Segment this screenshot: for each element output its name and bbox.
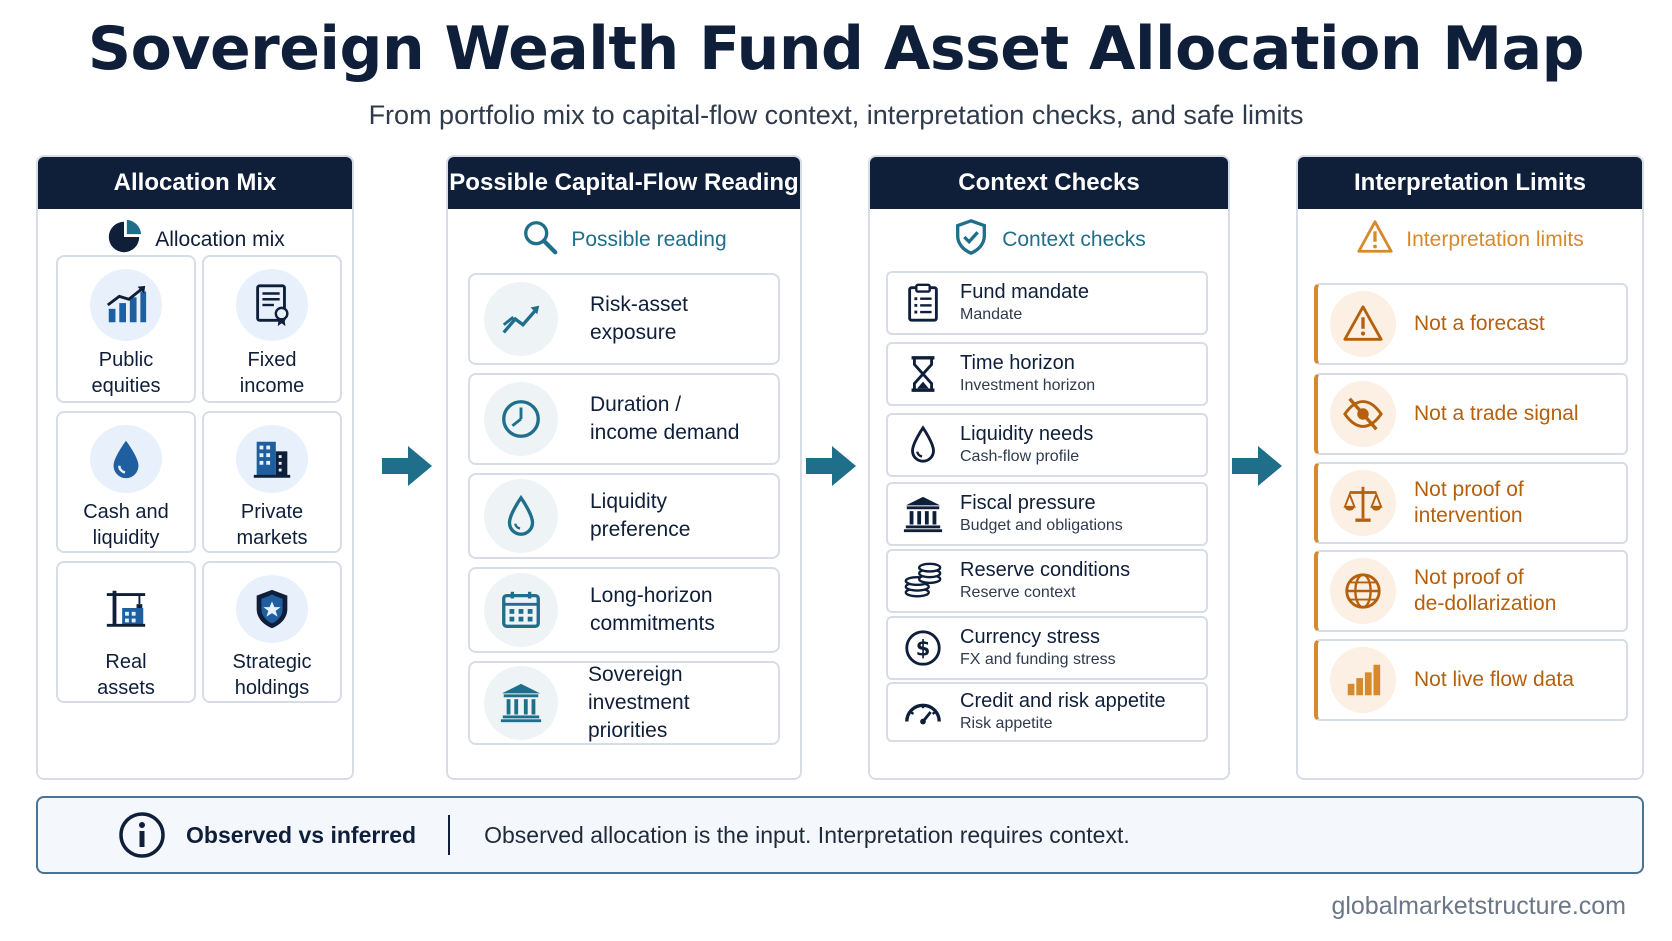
allocation-mix-header: Allocation Mix (38, 157, 352, 209)
observed-vs-inferred-banner: Observed vs inferred Observed allocation… (36, 796, 1644, 874)
limit-not-live-flow-data: Not live flow data (1314, 639, 1628, 721)
calendar-icon (484, 573, 558, 647)
context-checks-panel: Context Checks Context checks Fund manda… (868, 155, 1230, 780)
reading-item-duration-income-demand: Duration /income demand (468, 373, 780, 465)
government-building-icon (484, 666, 558, 740)
banner-text: Observed allocation is the input. Interp… (484, 821, 1130, 848)
page-subtitle: From portfolio mix to capital-flow conte… (368, 100, 1304, 130)
certificate-document-icon (236, 269, 308, 341)
scales-icon (1330, 470, 1396, 536)
site-url: globalmarketstructure.com (1331, 892, 1626, 920)
allocation-mix-subheading: Allocation mix (38, 209, 352, 271)
interpretation-limits-panel: Interpretation Limits Interpretation lim… (1296, 155, 1644, 780)
government-building-icon (898, 493, 948, 535)
info-icon (119, 812, 165, 858)
gauge-icon (898, 691, 948, 733)
context-checks-subheading: Context checks (870, 209, 1228, 271)
shield-check-icon (952, 218, 990, 262)
pie-chart-icon (105, 218, 143, 262)
magnifier-icon (521, 218, 559, 262)
flow-arrow-1-icon (382, 446, 432, 486)
construction-crane-icon (90, 573, 162, 643)
warning-triangle-icon (1356, 218, 1394, 262)
capital-flow-reading-subheading: Possible reading (448, 209, 800, 271)
clock-icon (484, 382, 558, 456)
interpretation-limits-header: Interpretation Limits (1298, 157, 1642, 209)
context-checks-header: Context Checks (870, 157, 1228, 209)
bar-chart-icon (1330, 647, 1396, 713)
page-title: Sovereign Wealth Fund Asset Allocation M… (87, 14, 1585, 84)
trend-up-icon (484, 282, 558, 356)
capital-flow-reading-panel: Possible Capital-Flow Reading Possible r… (446, 155, 802, 780)
warning-triangle-icon (1330, 291, 1396, 357)
clipboard-list-icon (898, 282, 948, 324)
interpretation-limits-subheading: Interpretation limits (1298, 209, 1642, 271)
dollar-circle-icon: $ (898, 627, 948, 669)
svg-text:$: $ (916, 637, 931, 661)
hourglass-icon (898, 353, 948, 395)
water-drop-icon (484, 479, 558, 553)
coin-stack-icon (898, 560, 948, 602)
water-drop-icon (90, 425, 162, 493)
flow-arrow-2-icon (806, 446, 856, 486)
eye-slash-icon (1330, 381, 1396, 447)
bar-chart-up-icon (90, 269, 162, 341)
shield-star-icon (236, 575, 308, 643)
office-building-icon (236, 425, 308, 493)
banner-divider (448, 815, 451, 855)
limit-not-a-forecast: Not a forecast (1314, 283, 1628, 365)
water-drop-icon (898, 424, 948, 466)
capital-flow-reading-header: Possible Capital-Flow Reading (448, 157, 800, 209)
flow-arrow-3-icon (1232, 446, 1282, 486)
limit-not-a-trade-signal: Not a trade signal (1314, 373, 1628, 455)
banner-title: Observed vs inferred (186, 821, 417, 848)
globe-icon (1330, 558, 1396, 624)
